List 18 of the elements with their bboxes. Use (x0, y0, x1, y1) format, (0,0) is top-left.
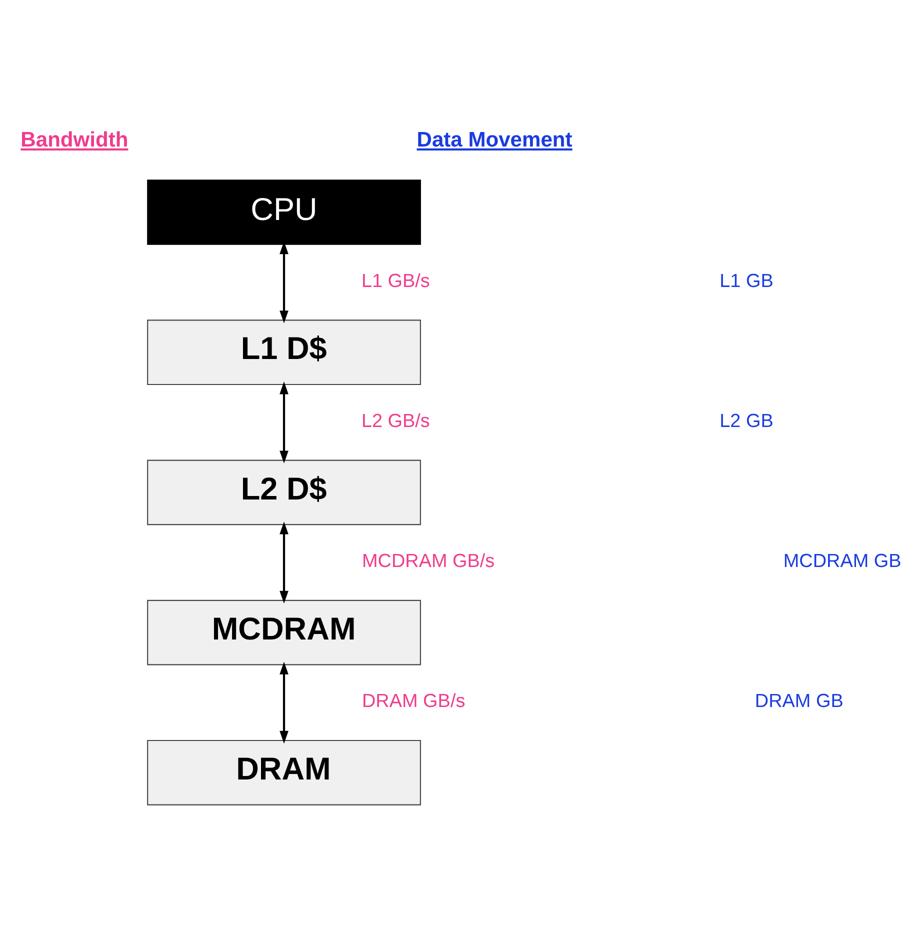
node-box: L1 D$ (147, 319, 421, 384)
node-box: DRAM (147, 740, 421, 805)
arrow (280, 381, 288, 463)
node-box: L2 D$ (147, 459, 421, 525)
label: L2 GB (720, 410, 774, 432)
arrow (280, 521, 288, 603)
arrow (280, 661, 288, 744)
node-box: CPU (147, 179, 421, 244)
label: L1 GB/s (361, 270, 430, 292)
label: DRAM GB/s (362, 690, 466, 712)
label: MCDRAM GB/s (362, 550, 495, 572)
node-box: MCDRAM (147, 599, 421, 665)
label: DRAM GB (754, 690, 844, 712)
label: L2 GB/s (361, 410, 430, 432)
label: MCDRAM GB (783, 550, 902, 572)
label: Data Movement (416, 128, 572, 151)
label: Bandwidth (20, 128, 128, 151)
label: L1 GB (720, 270, 774, 292)
